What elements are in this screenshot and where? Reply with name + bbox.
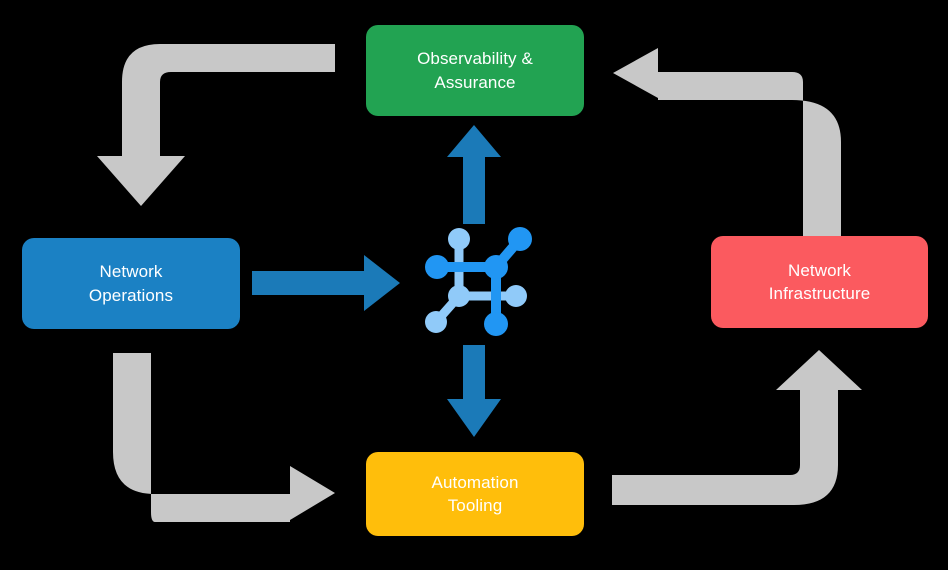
elbow-arrow-observability-to-operations bbox=[97, 44, 335, 206]
node-label-line2: Assurance bbox=[434, 72, 516, 92]
node-label-line1: Automation bbox=[431, 472, 519, 492]
node-label-line1: Network bbox=[787, 260, 852, 280]
node-box-network-operations[interactable]: Network Operations bbox=[22, 238, 240, 329]
node-label-line1: Network bbox=[99, 262, 163, 282]
node-label-line1: Observability & bbox=[417, 49, 533, 69]
node-box-observability-assurance[interactable]: Observability & Assurance bbox=[366, 25, 584, 116]
node-label-line2: Infrastructure bbox=[768, 284, 871, 303]
elbow-arrow-infrastructure-to-observability bbox=[613, 48, 841, 236]
arrow-icon-to-automation bbox=[447, 345, 501, 437]
arrow-operations-to-icon bbox=[252, 255, 400, 311]
node-box-automation-tooling[interactable]: Automation Tooling bbox=[366, 452, 584, 536]
node-label-line2: Operations bbox=[88, 285, 174, 305]
elbow-arrow-operations-to-automation bbox=[113, 353, 335, 522]
mesh-nodes-light bbox=[425, 228, 527, 333]
node-box-network-infrastructure[interactable]: Network Infrastructure bbox=[711, 236, 928, 328]
arrow-icon-to-observability bbox=[447, 125, 501, 224]
node-label-line2: Tooling bbox=[447, 496, 503, 515]
network-mesh-icon-glyph bbox=[425, 227, 532, 336]
elbow-arrow-automation-to-infrastructure bbox=[612, 350, 862, 505]
mesh-nodes-bright bbox=[425, 227, 532, 336]
